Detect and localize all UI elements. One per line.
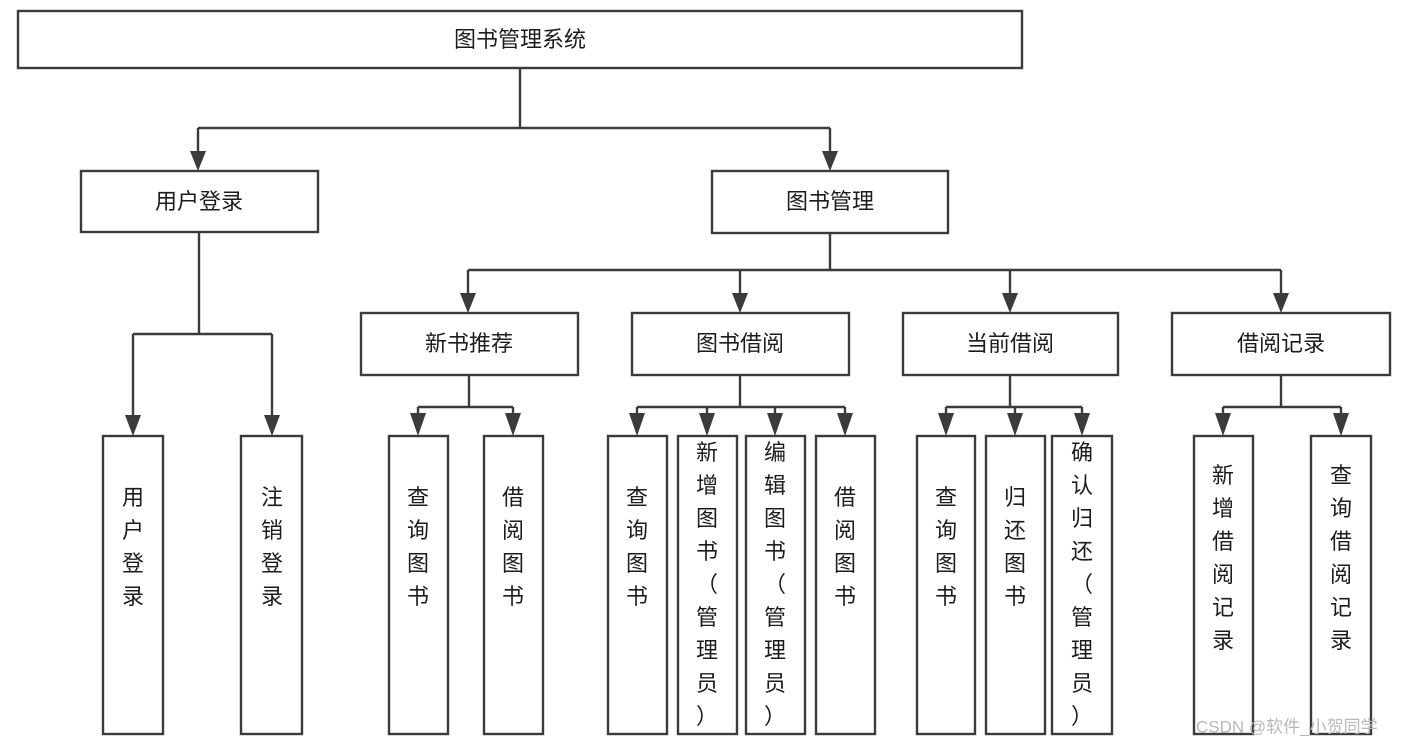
arrowhead-to-user-login: [190, 151, 206, 171]
leaf-query-book-3-box[interactable]: [915, 434, 977, 736]
arrowhead-leaf-logout: [264, 415, 280, 436]
leaf-user-login-box[interactable]: [101, 434, 165, 736]
leaf-query-record-box[interactable]: [1309, 434, 1373, 736]
connector-group-userlogin-to-leaves: [125, 232, 280, 436]
arrowhead-leaf-add-record: [1215, 413, 1231, 436]
connector-group-bookmanage-to-level2: [460, 233, 1289, 313]
arrowhead-leaf-user-login: [125, 415, 141, 436]
node-user-login-box[interactable]: [79, 169, 320, 234]
leaf-logout-box[interactable]: [239, 434, 304, 736]
arrowhead-to-borrow-records: [1273, 293, 1289, 313]
arrowhead-leaf-borrow-book-2: [837, 413, 853, 436]
node-book-manage-label: 图书管理: [786, 189, 874, 214]
node-root-label: 图书管理系统: [454, 27, 586, 52]
node-user-login[interactable]: 用户登录: [79, 169, 320, 234]
leaf-confirm-return-box[interactable]: [1050, 434, 1114, 736]
leaf-borrow-book-1-box[interactable]: [482, 434, 545, 736]
arrowhead-leaf-edit-book: [767, 413, 783, 436]
connector-group-borrowrecords-to-leaves: [1215, 375, 1349, 436]
arrowhead-leaf-add-book: [699, 413, 715, 436]
node-book-manage-box[interactable]: [710, 169, 950, 235]
connector-group-root-to-level1: [190, 68, 838, 171]
leaf-node-return-book[interactable]: 归还图书: [984, 434, 1047, 736]
arrowhead-leaf-confirm-return: [1074, 413, 1090, 436]
leaf-node-query-book-recommend[interactable]: 查询图书: [387, 434, 450, 736]
leaf-edit-book-box[interactable]: [744, 434, 807, 736]
leaf-node-confirm-return[interactable]: 确认归还（管理员）: [1050, 434, 1114, 736]
arrowhead-leaf-query-book-1: [410, 413, 426, 436]
leaf-borrow-book-1-label: 借阅图书: [502, 485, 524, 609]
leaf-logout-label: 注销登录: [261, 485, 283, 609]
leaf-query-book-1-box[interactable]: [387, 434, 450, 736]
leaf-confirm-return-label: 确认归还（管理员）: [1071, 440, 1093, 729]
node-current-borrow-box[interactable]: [901, 311, 1120, 377]
leaf-query-book-1-label: 查询图书: [407, 485, 429, 609]
leaf-node-edit-book[interactable]: 编辑图书（管理员）: [744, 434, 807, 736]
arrowhead-leaf-return-book: [1007, 413, 1023, 436]
node-new-book-recommend-box[interactable]: [359, 311, 580, 377]
leaf-node-add-borrow-record[interactable]: 新增借阅记录: [1192, 434, 1255, 736]
leaf-edit-book-label: 编辑图书（管理员）: [764, 440, 786, 729]
connector-group-bookborrow-to-leaves: [629, 375, 853, 436]
leaf-node-borrow-book-recommend[interactable]: 借阅图书: [482, 434, 545, 736]
leaf-add-book-box[interactable]: [676, 434, 739, 736]
leaf-add-record-box[interactable]: [1192, 434, 1255, 736]
watermark-label: CSDN @软件_小贺同学: [1196, 717, 1378, 736]
connector-group-newbook-to-leaves: [410, 375, 521, 436]
leaf-return-book-box[interactable]: [984, 434, 1047, 736]
leaf-query-book-2-box[interactable]: [606, 434, 669, 736]
leaf-add-record-label: 新增借阅记录: [1212, 463, 1234, 653]
leaf-query-book-2-label: 查询图书: [626, 485, 648, 609]
node-book-borrow-box[interactable]: [630, 311, 851, 377]
arrowhead-to-new-book: [460, 293, 476, 313]
leaf-borrow-book-2-box[interactable]: [814, 434, 877, 736]
leaf-node-add-book[interactable]: 新增图书（管理员）: [676, 434, 739, 736]
node-current-borrow-label: 当前借阅: [966, 331, 1054, 356]
node-new-book-recommend[interactable]: 新书推荐: [359, 311, 580, 377]
node-book-borrow-label: 图书借阅: [696, 331, 784, 356]
node-root-system[interactable]: 图书管理系统: [16, 9, 1024, 70]
leaf-borrow-book-2-label: 借阅图书: [834, 485, 856, 609]
leaf-user-login-label: 用户登录: [122, 485, 144, 609]
node-borrow-records-box[interactable]: [1170, 311, 1392, 377]
arrowhead-leaf-borrow-book-1: [505, 413, 521, 436]
leaf-add-book-label: 新增图书（管理员）: [696, 440, 718, 729]
leaf-node-query-book-current[interactable]: 查询图书: [915, 434, 977, 736]
arrowhead-to-current-borrow: [1002, 293, 1018, 313]
connector-group-currentborrow-to-leaves: [938, 375, 1090, 436]
arrowhead-to-book-borrow: [732, 293, 748, 313]
node-user-login-label: 用户登录: [155, 189, 243, 214]
leaf-node-query-borrow-record[interactable]: 查询借阅记录: [1309, 434, 1373, 736]
leaf-node-borrow-book[interactable]: 借阅图书: [814, 434, 877, 736]
node-borrow-records[interactable]: 借阅记录: [1170, 311, 1392, 377]
leaf-node-logout[interactable]: 注销登录: [239, 434, 304, 736]
node-root-box[interactable]: [16, 9, 1024, 70]
leaf-query-record-label: 查询借阅记录: [1330, 463, 1352, 653]
arrowhead-leaf-query-record: [1333, 413, 1349, 436]
node-book-manage[interactable]: 图书管理: [710, 169, 950, 235]
node-current-borrow[interactable]: 当前借阅: [901, 311, 1120, 377]
leaf-node-query-book-borrow[interactable]: 查询图书: [606, 434, 669, 736]
leaf-query-book-3-label: 查询图书: [935, 485, 957, 609]
node-borrow-records-label: 借阅记录: [1237, 331, 1325, 356]
leaf-return-book-label: 归还图书: [1004, 485, 1026, 609]
arrowhead-leaf-query-book-3: [938, 413, 954, 436]
leaf-node-user-login[interactable]: 用户登录: [101, 434, 165, 736]
arrowhead-to-book-manage: [822, 151, 838, 171]
arrowhead-leaf-query-book-2: [629, 413, 645, 436]
node-book-borrow[interactable]: 图书借阅: [630, 311, 851, 377]
node-new-book-recommend-label: 新书推荐: [425, 331, 513, 356]
